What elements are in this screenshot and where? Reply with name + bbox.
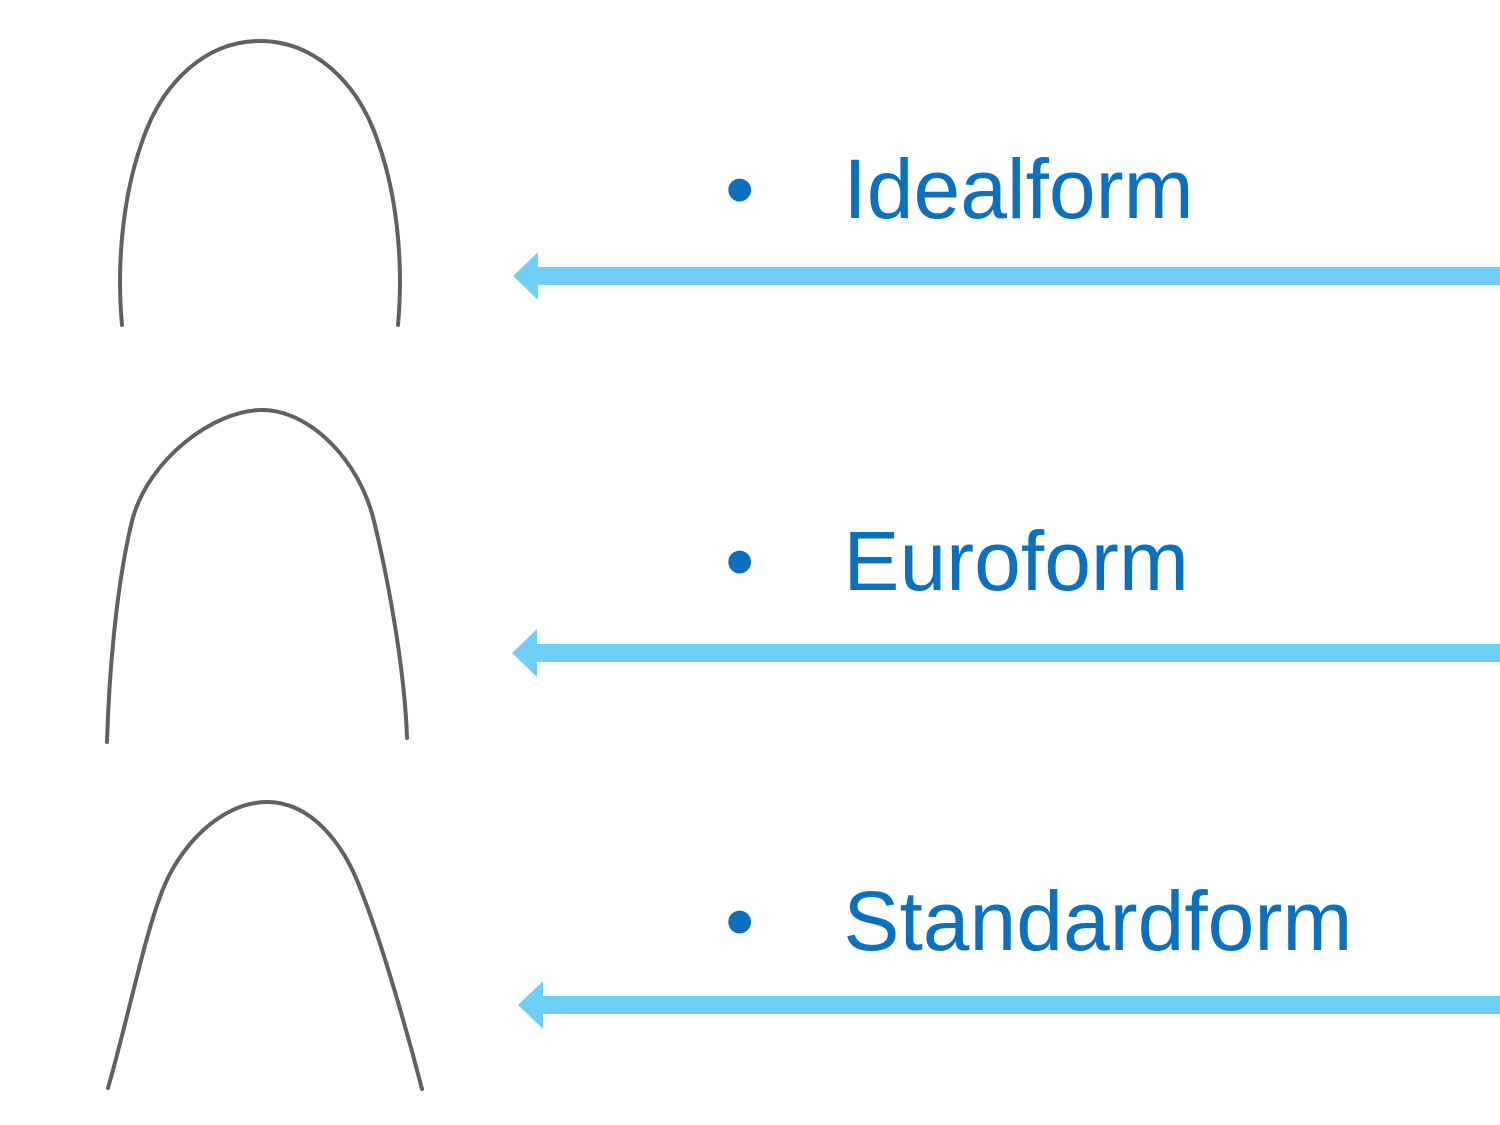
label-euroform: Euroform (843, 514, 1189, 608)
arrow-shape (518, 981, 1500, 1029)
list-item-idealform: •Idealform (725, 147, 1194, 231)
left-arrow-icon-idealform (513, 252, 1500, 300)
label-standardform: Standardform (843, 874, 1353, 968)
list-item-standardform: •Standardform (725, 879, 1352, 963)
euroform-archwire-curve-icon (105, 407, 409, 744)
archwire-path (105, 407, 409, 744)
label-idealform: Idealform (843, 142, 1194, 236)
bullet-icon: • (725, 142, 755, 236)
archwire-path (118, 38, 402, 327)
bullet-icon: • (725, 514, 755, 608)
standardform-archwire-curve-icon (106, 799, 424, 1091)
list-item-euroform: •Euroform (725, 519, 1189, 603)
arrow-shape (512, 629, 1500, 677)
arrow-shape (513, 252, 1500, 300)
idealform-archwire-curve-icon (118, 38, 402, 327)
bullet-icon: • (725, 874, 755, 968)
archwire-path (106, 799, 424, 1091)
left-arrow-icon-standardform (518, 981, 1500, 1029)
left-arrow-icon-euroform (512, 629, 1500, 677)
